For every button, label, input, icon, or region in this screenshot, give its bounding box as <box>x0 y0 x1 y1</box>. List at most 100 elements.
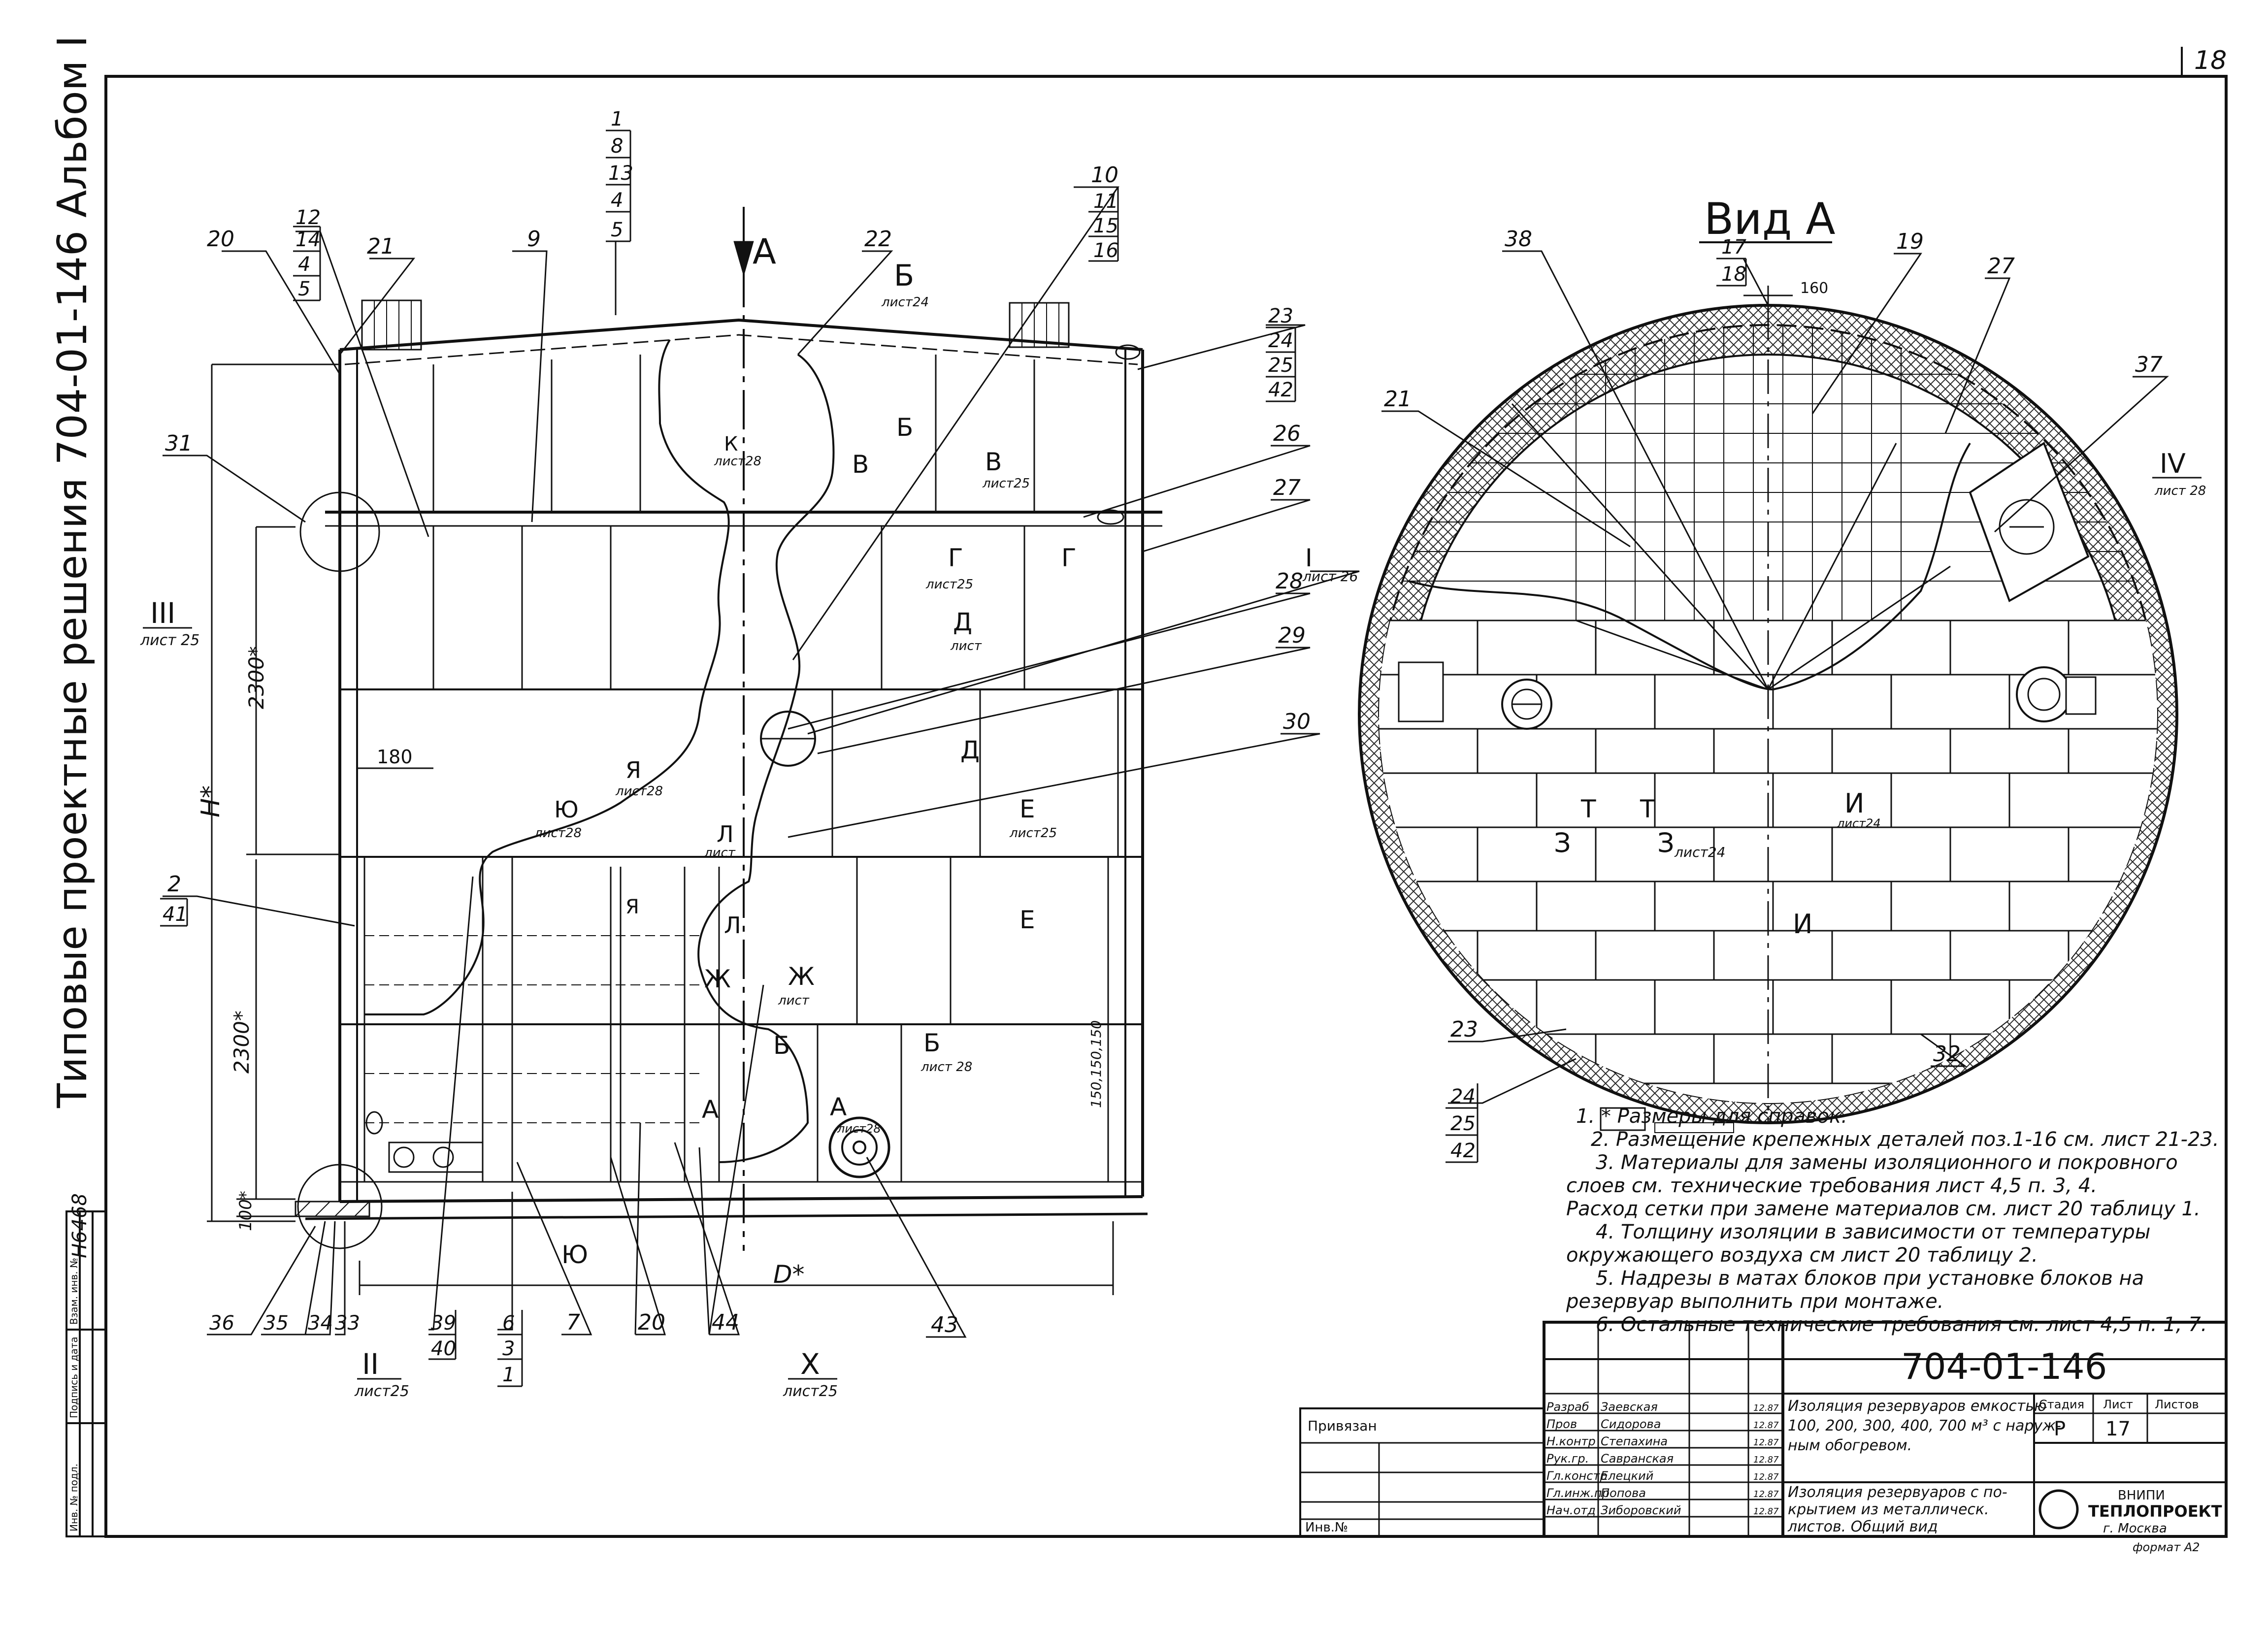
title-name: Заевская <box>1601 1400 1658 1414</box>
callout-20-top: 20 <box>207 227 234 252</box>
section-Ya-ref: лист28 <box>615 784 663 799</box>
side-col-replace: Взам. инв. № <box>68 1258 80 1325</box>
title-name: Сидорова <box>1601 1417 1661 1431</box>
callout-30: 30 <box>1283 709 1311 734</box>
dim-180: 180 <box>377 746 413 768</box>
section-L: Л <box>717 821 734 847</box>
callout-27: 27 <box>1273 475 1301 500</box>
section-B-mid: Б <box>896 413 913 442</box>
section-B1-ref: лист 28 <box>920 1060 972 1075</box>
view-callout-25: 25 <box>1450 1112 1476 1135</box>
callout-11: 11 <box>1093 190 1118 213</box>
callout-42: 42 <box>1268 379 1293 401</box>
callout-21: 21 <box>367 234 394 259</box>
title-name: Савранская <box>1601 1452 1674 1466</box>
org-line-3: г. Москва <box>2103 1521 2167 1536</box>
section-D-ref: лист <box>950 639 982 653</box>
view-section-I2: И <box>1844 788 1864 819</box>
title-role: Разраб <box>1546 1400 1589 1414</box>
view-a-plan <box>1358 286 2178 1133</box>
callout-29: 29 <box>1278 623 1306 648</box>
callout-35: 35 <box>263 1312 289 1335</box>
side-col-sign: Подпись и дата <box>68 1336 80 1418</box>
section-I: I <box>1305 544 1313 572</box>
view-section-IV-ref: лист 28 <box>2154 484 2206 498</box>
sub-line-3: листов. Общий вид <box>1787 1518 1938 1535</box>
callout-25: 25 <box>1268 354 1293 377</box>
view-section-I2-lower: И <box>1793 909 1812 940</box>
org-logo <box>2038 1489 2079 1530</box>
title-line-3: ным обогревом. <box>1788 1437 1912 1454</box>
side-title: Типовые проектные решения 704-01-146 Аль… <box>49 35 96 1108</box>
dim-stack: 150,150,150 <box>1088 1020 1104 1108</box>
section-III: III <box>150 596 175 630</box>
title-name: Елецкий <box>1601 1469 1653 1483</box>
section-Yu: Ю <box>554 796 579 823</box>
callout-44: 44 <box>712 1310 739 1335</box>
manhole-bottom <box>828 1116 890 1178</box>
view-callout-24: 24 <box>1450 1085 1476 1108</box>
leader-lines-view <box>1381 250 2169 1104</box>
section-D: Д <box>953 608 972 636</box>
callout-36: 36 <box>209 1312 234 1335</box>
note-line: 1. * Размеры для справок. <box>1576 1105 1847 1128</box>
title-date: 12.87 <box>1753 1455 1779 1465</box>
callout-stack-12 <box>293 226 321 301</box>
callout-22: 22 <box>864 227 892 252</box>
title-name: Попова <box>1601 1486 1646 1500</box>
section-V: В <box>852 450 869 479</box>
note-line: 3. Материалы для замены изоляционного и … <box>1596 1151 2178 1174</box>
page-number: 18 <box>2194 46 2227 75</box>
title-role: Н.контр <box>1546 1434 1596 1448</box>
section-I-ref: лист 26 <box>1302 568 1358 585</box>
view-callout-19: 19 <box>1896 229 1924 254</box>
view-callout-32: 32 <box>1933 1042 1961 1067</box>
section-L-ref: лист <box>704 846 736 860</box>
callout-4-top: 4 <box>611 189 623 212</box>
view-section-Z-ref: лист24 <box>1674 844 1725 860</box>
roof-hatch-left <box>361 299 422 351</box>
title-line-1: Изоляция резервуаров емкостью <box>1788 1398 2046 1415</box>
callout-1-top: 1 <box>611 108 623 130</box>
section-Zh-right: Ж <box>788 962 815 991</box>
detail-circle-II <box>297 1164 383 1249</box>
org-line-1: ВНИПИ <box>2118 1488 2165 1503</box>
title-name: Зиборовский <box>1601 1503 1681 1517</box>
section-V-right: В <box>985 448 1002 476</box>
sheets-label: Листов <box>2155 1398 2199 1411</box>
section-A1-right: А <box>830 1093 847 1121</box>
callout-7: 7 <box>566 1310 580 1335</box>
note-line: 5. Надрезы в матах блоков при установке … <box>1596 1267 2144 1290</box>
dim-height-H: Н* <box>196 785 226 817</box>
org-line-2: ТЕПЛОПРОЕКТ <box>2088 1502 2222 1521</box>
view-callout-stack-24 <box>1446 1083 1479 1163</box>
dim-100: 100* <box>236 1191 256 1231</box>
stage-value: Р <box>2054 1418 2066 1440</box>
title-date: 12.87 <box>1753 1506 1779 1517</box>
view-section-I2-ref: лист24 <box>1837 816 1881 830</box>
dimension-lines <box>207 363 1114 1295</box>
section-X-ref: лист25 <box>783 1383 838 1400</box>
title-date: 12.87 <box>1753 1403 1779 1413</box>
callout-5-top: 5 <box>611 219 623 241</box>
view-section-T: Т <box>1580 795 1596 823</box>
sub-line-1: Изоляция резервуаров с по- <box>1788 1484 2007 1501</box>
view-callout-23: 23 <box>1450 1017 1478 1042</box>
title-line-2: 100, 200, 300, 400, 700 м³ с наруж- <box>1788 1417 2061 1434</box>
section-Yu-ref: лист28 <box>534 826 582 841</box>
section-G: Г <box>948 544 963 572</box>
note-line: окружающего воздуха см лист 20 таблицу 2… <box>1566 1244 2038 1267</box>
outer-frame <box>104 75 2228 1538</box>
section-Zh-ref: лист <box>778 993 810 1008</box>
section-arrow-a <box>733 207 754 1251</box>
format-label: формат А2 <box>2133 1540 2200 1554</box>
view-section-T-right: Т <box>1640 795 1655 823</box>
stage-label: Стадия <box>2039 1398 2084 1411</box>
callout-5-left: 5 <box>298 278 310 300</box>
detail-circle-III <box>299 491 380 572</box>
section-K-ref: лист28 <box>714 454 761 469</box>
title-role: Гл.констр <box>1546 1469 1608 1483</box>
sheet-label: Лист <box>2103 1398 2133 1411</box>
